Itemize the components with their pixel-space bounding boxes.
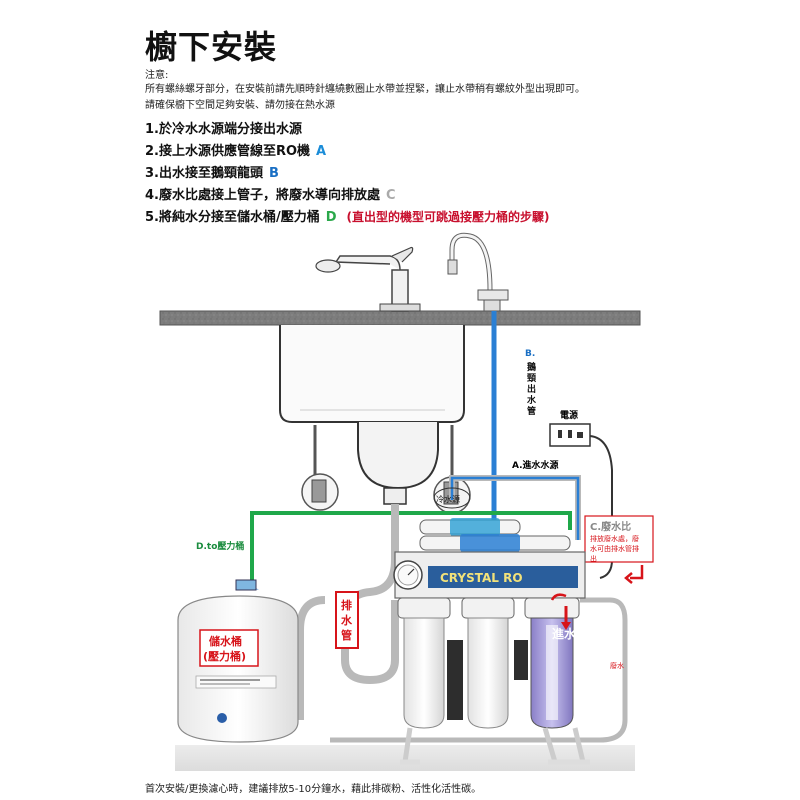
pressure-tank: 儲水桶 (壓力桶) [177,579,299,743]
note-line-1: 所有螺絲螺牙部分，在安裝前請先順時針纏繞數圈止水帶並捏緊，讓止水帶稍有螺紋外型出… [145,84,585,95]
step-4: 4.廢水比處接上管子，將廢水導向排放處 C [145,184,396,203]
filter-housing-2 [461,597,515,729]
step-3-letter: B [268,166,279,181]
ro-membrane-housings [419,518,571,552]
sink-drain-bowl [357,422,439,490]
tank-pipe [250,511,572,590]
step-4-text: 4.廢水比處接上管子，將廢水導向排放處 [145,188,380,203]
sink-basin [279,325,465,423]
arrow-icon [630,565,644,580]
tank-label-1: 儲水桶 [208,634,242,648]
svg-text:出: 出 [590,554,597,563]
b-char-1: 鵝 [527,361,536,373]
note-line-2: 請確保櫥下空間足夠安裝、請勿接在熱水源 [145,100,335,111]
power-outlet-icon [549,423,591,447]
kitchen-faucet [315,246,421,312]
brand-label: CRYSTAL RO [440,571,523,585]
b-char-2: 頸 [527,373,537,384]
power-label: 電源 [560,409,578,421]
svg-text:排放廢水處，廢: 排放廢水處，廢 [590,534,639,543]
ro-bracket: CRYSTAL RO [393,551,586,599]
step-5-text: 5.將純水分接至儲水桶/壓力桶 [145,210,320,225]
step-2: 2.接上水源供應管線至RO機 A [145,140,326,159]
waste-water-pipe [330,597,628,743]
drain-char-2: 水 [341,613,353,627]
hot-valve [301,473,339,511]
a-inlet-label: A.進水水源 [512,459,559,471]
b-char-3: 出 [527,383,536,395]
step-2-letter: A [316,144,327,159]
d-tank-label: D.to壓力桶 [196,540,244,552]
step-5-note: (直出型的機型可跳過接壓力桶的步驟) [346,210,550,224]
filter-housing-1 [397,597,451,729]
step-3: 3.出水接至鵝頸龍頭 B [145,162,279,181]
step-2-text: 2.接上水源供應管線至RO機 [145,144,311,159]
footer-note: 首次安裝/更換濾心時，建議排放5-10分鐘水，藉此排碳粉、活性化活性碳。 [145,784,482,795]
svg-text:水可由排水管排: 水可由排水管排 [590,544,639,553]
c-waste-ratio-box: C.廢水比 排放廢水處，廢 水可由排水管排 出 [584,515,654,563]
countertop [159,310,641,326]
b-char-4: 水 [527,394,537,406]
step-5-letter: D [325,210,337,225]
power-cord [589,435,613,579]
waste-label: 廢水 [610,661,624,670]
gooseneck-faucet [447,232,509,312]
drain-char-3: 管 [341,628,352,642]
drain-char-1: 排 [341,598,352,612]
pump [447,640,463,720]
b-char-5: 管 [527,405,536,417]
filter-housing-3-clear [524,597,580,729]
b-label: B. [525,349,535,359]
cold-source-label: 冷水源 [436,494,460,504]
note-label: 注意: [145,70,169,81]
page-title: 櫥下安裝 [145,28,278,66]
step-4-letter: C [385,188,396,203]
step-1: 1.於冷水水源端分接出水源 [145,118,302,137]
step-5: 5.將純水分接至儲水桶/壓力桶 D (直出型的機型可跳過接壓力桶的步驟) [145,206,550,225]
tank-label-2: (壓力桶) [203,649,246,663]
step-1-text: 1.於冷水水源端分接出水源 [145,122,302,137]
inlet-label: 進水 [552,626,577,641]
step-3-text: 3.出水接至鵝頸龍頭 [145,166,263,181]
svg-text:C.廢水比: C.廢水比 [590,520,631,533]
